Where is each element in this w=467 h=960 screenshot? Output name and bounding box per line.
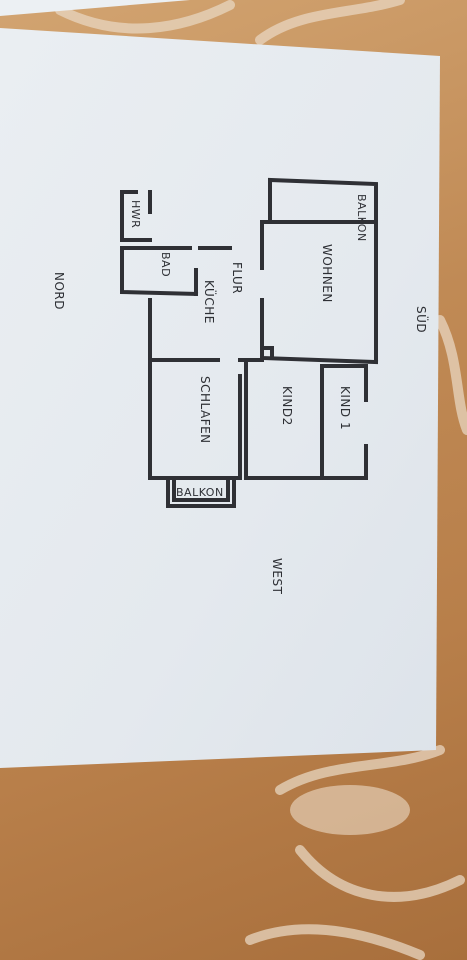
wall-balkon-top [268, 177, 378, 224]
wall-kueche [148, 298, 264, 362]
wall-hwr [120, 190, 152, 242]
room-label-kueche: KÜCHE [202, 280, 216, 324]
room-label-kind2: KIND2 [280, 386, 294, 426]
room-label-wohnen: WOHNEN [320, 244, 334, 303]
room-label-flur: FLUR [230, 262, 244, 295]
wall-kind [244, 362, 368, 480]
wall-wohnen [260, 220, 379, 365]
compass-south-label: SÜD [414, 306, 428, 334]
wall-schlafen [148, 360, 242, 480]
room-label-schlafen: SCHLAFEN [198, 376, 212, 444]
wall-bad [120, 246, 232, 297]
compass-north-label: NORD [52, 272, 66, 310]
room-label-balkon-bottom: BALKON [176, 486, 224, 499]
compass-west-label: WEST [270, 558, 284, 595]
room-label-bad: BAD [159, 252, 172, 278]
room-label-hwr: HWR [129, 200, 142, 229]
wall-balkon-bottom [166, 478, 236, 508]
room-label-balkon-top: BALKON [355, 194, 368, 242]
room-label-kind1: KIND 1 [338, 386, 352, 431]
